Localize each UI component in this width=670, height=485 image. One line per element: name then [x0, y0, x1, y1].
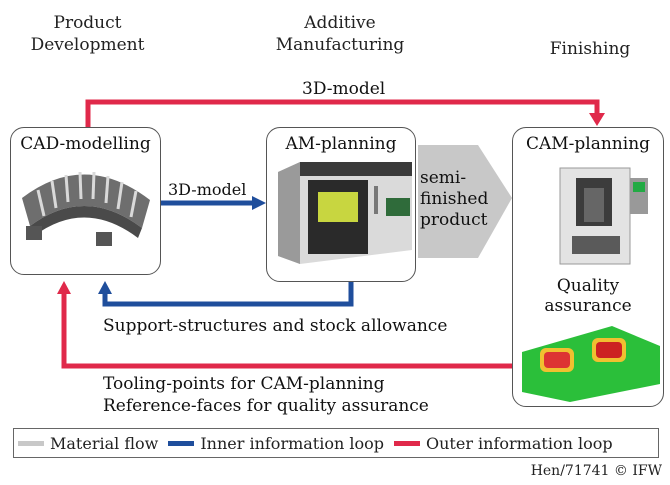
legend: Material flow Inner information loop Out…: [13, 428, 659, 458]
legend-outer-swatch: [394, 440, 420, 446]
label-inner-3d-model: 3D-model: [168, 180, 247, 199]
legend-inner-label: Inner information loop: [200, 433, 384, 453]
legend-inner-swatch: [168, 440, 195, 446]
label-reference-faces: Reference-faces for quality assurance: [103, 396, 429, 416]
outer-loop-top-arrowhead: [589, 113, 605, 126]
legend-inner-loop: Inner information loop: [168, 434, 384, 453]
label-top-3d-model: 3D-model: [302, 79, 386, 99]
label-tooling-points: Tooling-points for CAM-planning: [103, 374, 385, 394]
phase-finishing: Finishing: [549, 39, 631, 59]
phase-additive-manufacturing: Additive Manufacturing: [275, 13, 405, 55]
material-flow-arrow: [418, 145, 512, 258]
legend-material-flow: Material flow: [18, 434, 158, 453]
inner-loop-forward-arrowhead: [252, 196, 266, 210]
quality-assurance-title: Quality assurance: [544, 276, 632, 316]
label-semi-finished-product: semi- finished product: [420, 168, 489, 230]
inner-loop-back-arrowhead: [98, 281, 112, 294]
phase-product-development: Product Development: [30, 13, 145, 55]
label-support-structures: Support-structures and stock allowance: [103, 316, 448, 336]
cam-planning-title: CAM-planning: [525, 134, 651, 154]
legend-outer-label: Outer information loop: [426, 433, 613, 453]
cad-modelling-box: CAD-modelling: [10, 127, 161, 275]
cad-modelling-title: CAD-modelling: [20, 134, 151, 154]
legend-material-label: Material flow: [50, 433, 159, 453]
legend-outer-loop: Outer information loop: [394, 434, 613, 453]
outer-loop-back-line: [61, 292, 512, 369]
am-planning-title: AM-planning: [285, 134, 397, 154]
inner-loop-back-line: [102, 282, 354, 307]
cam-planning-box: CAM-planning Quality assurance: [512, 127, 664, 407]
outer-loop-back-arrowhead: [57, 281, 71, 294]
legend-material-swatch: [18, 440, 44, 446]
outer-loop-top-line: [85, 99, 600, 128]
am-planning-box: AM-planning: [266, 127, 416, 282]
credit-text: Hen/71741 © IFW: [530, 463, 662, 479]
